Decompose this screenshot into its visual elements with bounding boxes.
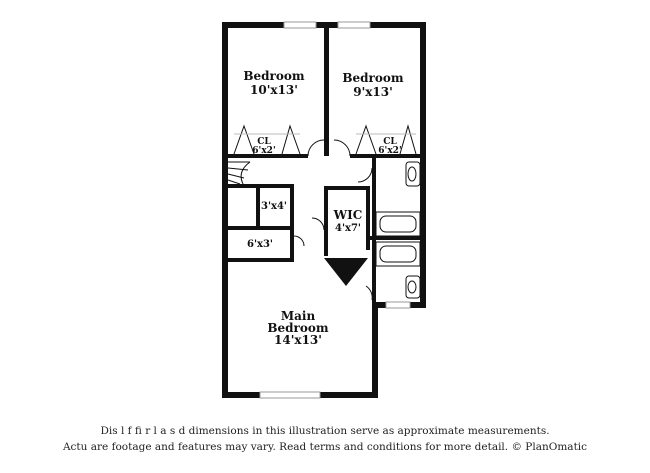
wic-dims: 4'x7' [335, 223, 361, 234]
main-bedroom-label: Main Bedroom 14'x13' [267, 309, 328, 347]
bedroom-left-dims: 10'x13' [250, 83, 298, 97]
closet-doors [233, 124, 417, 155]
windows [259, 21, 411, 399]
wic-name: WIC [333, 208, 363, 222]
closet-left-name: CL [257, 137, 271, 147]
closet-left-dims: 6'x2' [252, 146, 275, 156]
wic-label: WIC 4'x7' [333, 208, 363, 234]
disclaimer-line-1: Dis l f fi r l a s d dimensions in this … [100, 425, 550, 437]
main-bedroom-line1: Main [281, 309, 316, 323]
disclaimer: Dis l f fi r l a s d dimensions in this … [0, 423, 650, 455]
door-swings [293, 139, 373, 301]
bedroom-right-name: Bedroom [342, 71, 403, 85]
stairs [227, 161, 251, 187]
closet-6x3-dims: 6'x3' [247, 239, 273, 250]
wic-triangle [324, 258, 368, 286]
bedroom-right-label: Bedroom 9'x13' [342, 71, 403, 99]
closet-left-label: CL 6'x2' [252, 137, 275, 156]
closet-3x4-dims: 3'x4' [261, 201, 287, 212]
closet-right-name: CL [383, 137, 397, 147]
bedroom-left-label: Bedroom 10'x13' [243, 69, 304, 97]
bath-fixtures [375, 161, 421, 299]
main-bedroom-dims: 14'x13' [274, 333, 322, 347]
main-bedroom-line2: Bedroom [267, 321, 328, 335]
bedroom-left-name: Bedroom [243, 69, 304, 83]
disclaimer-line-2: Actu are footage and features may vary. … [62, 441, 588, 453]
closet-right-label: CL 6'x2' [378, 137, 401, 156]
closet-right-dims: 6'x2' [378, 146, 401, 156]
bedroom-right-dims: 9'x13' [353, 85, 393, 99]
interior-walls [228, 28, 420, 302]
